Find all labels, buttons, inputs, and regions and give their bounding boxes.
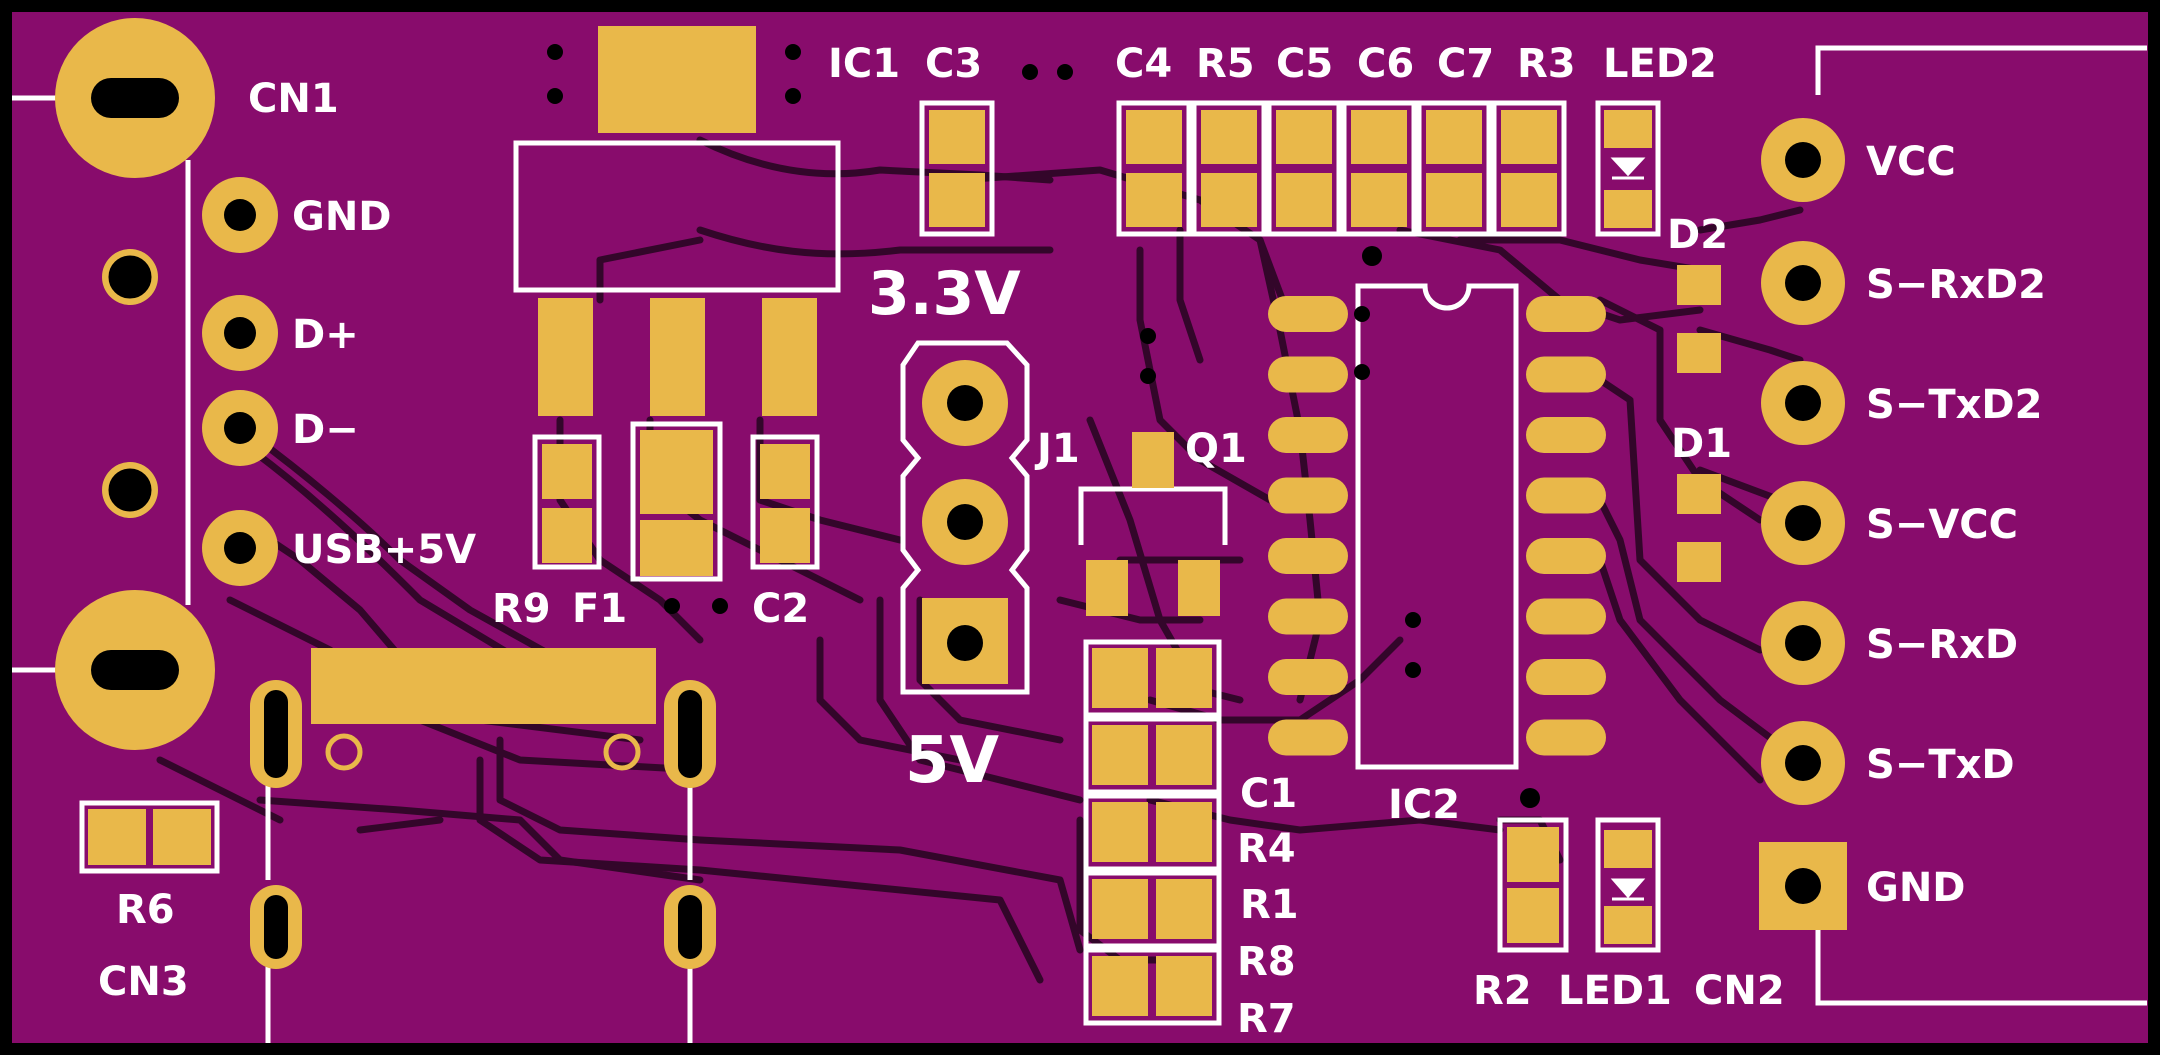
ic2-pad <box>1526 356 1606 393</box>
label-c6: C6 <box>1357 41 1414 87</box>
ic2-pad <box>1268 659 1348 695</box>
ic2-pad <box>1268 719 1348 756</box>
ic2-pad <box>1268 417 1348 453</box>
cn2-pin-label: S−TxD <box>1866 742 2015 788</box>
label-gnd-usb: GND <box>292 194 392 240</box>
label-f1: F1 <box>572 586 627 632</box>
label-d2: D2 <box>1667 212 1728 258</box>
label-dplus: D+ <box>292 312 359 358</box>
label-led2: LED2 <box>1603 41 1717 87</box>
ic2-pad <box>1268 538 1348 574</box>
ic2-pad <box>1526 417 1606 453</box>
ic2-pad <box>1526 538 1606 574</box>
label-r3: R3 <box>1517 41 1576 87</box>
label-d1: D1 <box>1671 421 1732 467</box>
copper-traces <box>156 136 1804 984</box>
label-r6: R6 <box>116 887 175 933</box>
ic2-pad <box>1526 477 1606 514</box>
label-cn3: CN3 <box>98 959 189 1005</box>
drill-holes <box>91 78 1821 959</box>
ic2-pad <box>1268 296 1348 332</box>
label-c3: C3 <box>925 41 982 87</box>
ic2-pad <box>1526 296 1606 332</box>
silkscreen-labels: CN1 GND D+ D− USB+5V R9 F1 C2 IC1 C3 C4 … <box>98 41 2046 1042</box>
ic2-pad <box>1268 598 1348 635</box>
label-dminus: D− <box>292 407 359 453</box>
led-symbols <box>1610 157 1646 901</box>
cn2-pin-label: VCC <box>1866 139 1956 185</box>
ic2-pad <box>1526 598 1606 635</box>
label-ic1: IC1 <box>828 41 900 87</box>
label-r4: R4 <box>1237 826 1296 872</box>
label-j1: J1 <box>1034 426 1080 472</box>
ic2-pads <box>1268 296 1606 756</box>
silkscreen-outlines <box>12 45 2147 1043</box>
label-c7: C7 <box>1437 41 1494 87</box>
cn3-ring-holes <box>103 250 641 771</box>
label-5v: 5V <box>905 724 1000 798</box>
label-r7: R7 <box>1237 996 1296 1042</box>
cn2-pin-label: S−VCC <box>1866 502 2018 548</box>
label-r5: R5 <box>1196 41 1255 87</box>
label-r2: R2 <box>1473 968 1532 1014</box>
cn2-pin-label: S−TxD2 <box>1866 382 2042 428</box>
cn2-pin-label: GND <box>1866 865 1966 911</box>
label-c1: C1 <box>1240 771 1297 817</box>
label-3v3: 3.3V <box>868 259 1021 329</box>
label-r8: R8 <box>1237 939 1296 985</box>
label-c4: C4 <box>1115 41 1172 87</box>
label-r9: R9 <box>492 586 551 632</box>
label-q1: Q1 <box>1185 426 1247 472</box>
ic2-pad <box>1526 719 1606 756</box>
label-c2: C2 <box>752 586 809 632</box>
ic2-pad <box>1268 477 1348 514</box>
label-ic2: IC2 <box>1388 782 1460 828</box>
label-led1: LED1 <box>1558 968 1672 1014</box>
label-cn2: CN2 <box>1694 968 1785 1014</box>
cn2-pin-label: S−RxD <box>1866 622 2018 668</box>
ic2-pad <box>1526 659 1606 695</box>
cn2-pin-label: S−RxD2 <box>1866 262 2046 308</box>
vias <box>547 44 1540 808</box>
label-c5: C5 <box>1276 41 1333 87</box>
label-cn1: CN1 <box>248 76 339 122</box>
ic2-pad <box>1268 356 1348 393</box>
label-usb5v: USB+5V <box>292 527 476 573</box>
label-r1: R1 <box>1240 882 1299 928</box>
